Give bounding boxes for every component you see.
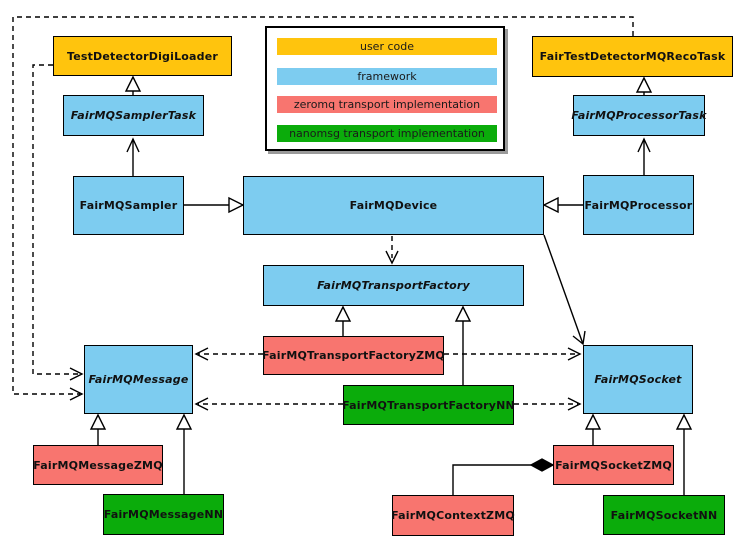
edge-socketnn-to-socket (675, 413, 693, 495)
edge-device-to-socket (543, 234, 586, 346)
edge-factorynn-to-factory (454, 305, 472, 385)
legend-item-nanomsg: nanomsg transport implementation (277, 125, 497, 142)
legend-label: framework (357, 70, 417, 83)
class-label: FairMQProcessorTask (571, 109, 707, 122)
class-label: FairMQTransportFactoryNN (342, 398, 515, 412)
legend-item-zeromq: zeromq transport implementation (277, 96, 497, 113)
class-box-fairtestdetectormqrecotask: FairTestDetectorMQRecoTask (532, 36, 733, 77)
class-box-fairmqsocketnn: FairMQSocketNN (603, 495, 725, 535)
edge-factoryzmq-to-socket (444, 347, 582, 361)
edge-factorynn-to-message (194, 397, 343, 411)
class-box-testdetectordigiloader: TestDetectorDigiLoader (53, 36, 232, 76)
class-box-fairmqtransportfactorynn: FairMQTransportFactoryNN (342, 385, 515, 425)
legend-label: user code (359, 40, 415, 53)
edge-processor-to-device (542, 196, 583, 214)
class-box-fairmqtransportfactory: FairMQTransportFactory (263, 265, 524, 306)
edge-processor-to-processortask (637, 137, 651, 175)
legend-label: nanomsg transport implementation (289, 127, 485, 140)
class-box-fairmqmessagezmq: FairMQMessageZMQ (33, 445, 163, 485)
class-box-fairmqprocessor: FairMQProcessor (583, 175, 694, 235)
class-box-fairmqtransportfactoryzmq: FairMQTransportFactoryZMQ (262, 336, 445, 375)
edge-device-to-factory (385, 236, 399, 265)
legend: user code framework zeromq transport imp… (265, 26, 505, 151)
legend-item-framework: framework (277, 68, 497, 85)
edge-messagenn-to-message (175, 413, 193, 494)
edge-processortask-to-recotask (635, 76, 653, 95)
class-label: FairMQSocketNN (610, 508, 718, 522)
class-label: FairMQTransportFactory (317, 279, 470, 292)
class-label: FairMQDevice (349, 199, 438, 212)
edge-samplertask-to-loader (124, 75, 142, 95)
class-label: FairMQMessage (88, 373, 189, 386)
class-label: FairMQProcessor (584, 198, 693, 212)
class-label: FairMQTransportFactoryZMQ (262, 349, 445, 362)
legend-label: zeromq transport implementation (293, 98, 481, 111)
class-box-fairmqprocessortask: FairMQProcessorTask (571, 95, 707, 136)
class-label: FairMQSocket (594, 373, 682, 386)
class-box-fairmqcontextzmq: FairMQContextZMQ (391, 495, 515, 536)
edge-socketzmq-to-socket (584, 413, 602, 445)
class-label: FairMQMessageNN (103, 508, 224, 521)
class-box-fairmqsamplertask: FairMQSamplerTask (63, 95, 204, 136)
class-label: FairMQSampler (79, 199, 178, 212)
edge-contextzmq-to-socketzmq (452, 458, 555, 495)
class-box-fairmqsampler: FairMQSampler (73, 176, 184, 235)
edge-factorynn-to-socket (514, 397, 582, 411)
edge-loader-to-message (32, 64, 84, 381)
class-box-fairmqmessagenn: FairMQMessageNN (103, 494, 224, 535)
class-label: TestDetectorDigiLoader (66, 49, 219, 63)
class-label: FairMQMessageZMQ (33, 458, 163, 472)
class-box-fairmqdevice: FairMQDevice (243, 176, 544, 235)
edge-factoryzmq-to-factory (334, 305, 352, 336)
class-label: FairMQSamplerTask (70, 109, 197, 122)
edge-sampler-to-samplertask (126, 137, 140, 176)
class-box-fairmqsocketzmq: FairMQSocketZMQ (553, 445, 674, 485)
edge-recotask-to-message (12, 16, 634, 401)
edge-sampler-to-device (184, 196, 245, 214)
class-label: FairMQContextZMQ (391, 509, 515, 522)
legend-item-user-code: user code (277, 38, 497, 55)
class-box-fairmqmessage: FairMQMessage (84, 345, 193, 414)
edge-messagezmq-to-message (89, 413, 107, 445)
class-box-fairmqsocket: FairMQSocket (583, 345, 693, 414)
class-label: FairTestDetectorMQRecoTask (539, 50, 726, 63)
class-label: FairMQSocketZMQ (555, 458, 672, 472)
edge-factoryzmq-to-message (194, 347, 263, 361)
